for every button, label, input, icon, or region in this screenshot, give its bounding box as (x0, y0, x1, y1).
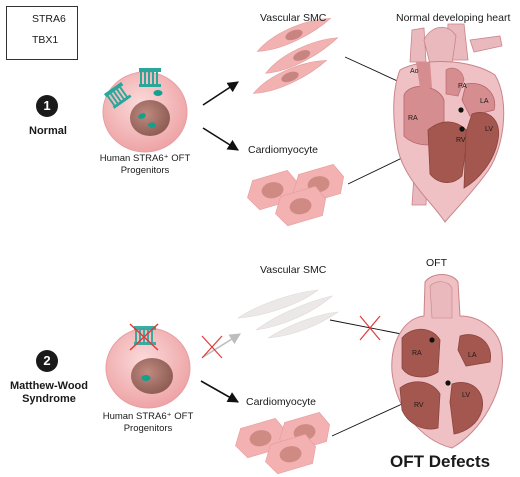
vascular-smc-cells-faded (236, 289, 340, 339)
cardiomyocyte-label-2: Cardiomyocyte (246, 396, 317, 408)
cardiomyocyte-cells-2 (231, 410, 334, 476)
oft-defect-heart (391, 274, 503, 449)
progenitor-label-line2: Progenitors (120, 165, 170, 176)
progenitor-label-line1: Human STRA6⁺ OFT (99, 153, 191, 164)
condition-mws-line2: Syndrome (22, 393, 76, 405)
condition-mws-line1: Matthew-Wood (9, 380, 88, 392)
progenitor-cell-mws (105, 323, 191, 409)
chamber-ra-2: RA (412, 350, 422, 357)
cardiomyocyte-cells (243, 162, 348, 228)
condition-normal: Normal (29, 125, 67, 137)
legend-stra6-label: STRA6 (32, 13, 66, 25)
heart-title-normal: Normal developing heart (396, 12, 511, 24)
chamber-la: LA (480, 98, 489, 105)
legend-tbx1-label: TBX1 (32, 34, 59, 46)
chamber-lv: LV (485, 126, 494, 133)
progenitor-cell-normal (102, 68, 188, 153)
chamber-pa: PA (458, 83, 467, 90)
heart-title-oft: OFT (426, 257, 447, 269)
arrow-to-smc-blocked (202, 333, 241, 358)
normal-heart (393, 23, 505, 223)
step-number-1: 1 (36, 95, 58, 117)
chamber-ra: RA (408, 115, 418, 122)
blocked-cross-1 (201, 335, 223, 359)
legend (6, 6, 78, 60)
chamber-ao: Ao (410, 68, 419, 75)
outcome-title: OFT Defects (390, 452, 491, 471)
smc-label: Vascular SMC (260, 12, 327, 24)
progenitor-label-2-line2: Progenitors (123, 423, 173, 434)
arrow-to-cardiomyocyte (202, 127, 239, 151)
progenitor-label-2-line1: Human STRA6⁺ OFT (102, 411, 194, 422)
smc-label-2: Vascular SMC (260, 264, 327, 276)
chamber-rv: RV (456, 137, 466, 144)
chamber-rv-2: RV (414, 402, 424, 409)
step-number-2: 2 (36, 350, 58, 372)
chamber-la-2: LA (468, 352, 477, 359)
blocked-cross-2 (359, 315, 381, 341)
arrow-to-cardiomyocyte-2 (200, 380, 239, 403)
vascular-smc-cells (249, 13, 342, 98)
arrow-to-smc (202, 81, 239, 106)
cardiomyocyte-label: Cardiomyocyte (248, 144, 319, 156)
chamber-lv-2: LV (462, 392, 471, 399)
